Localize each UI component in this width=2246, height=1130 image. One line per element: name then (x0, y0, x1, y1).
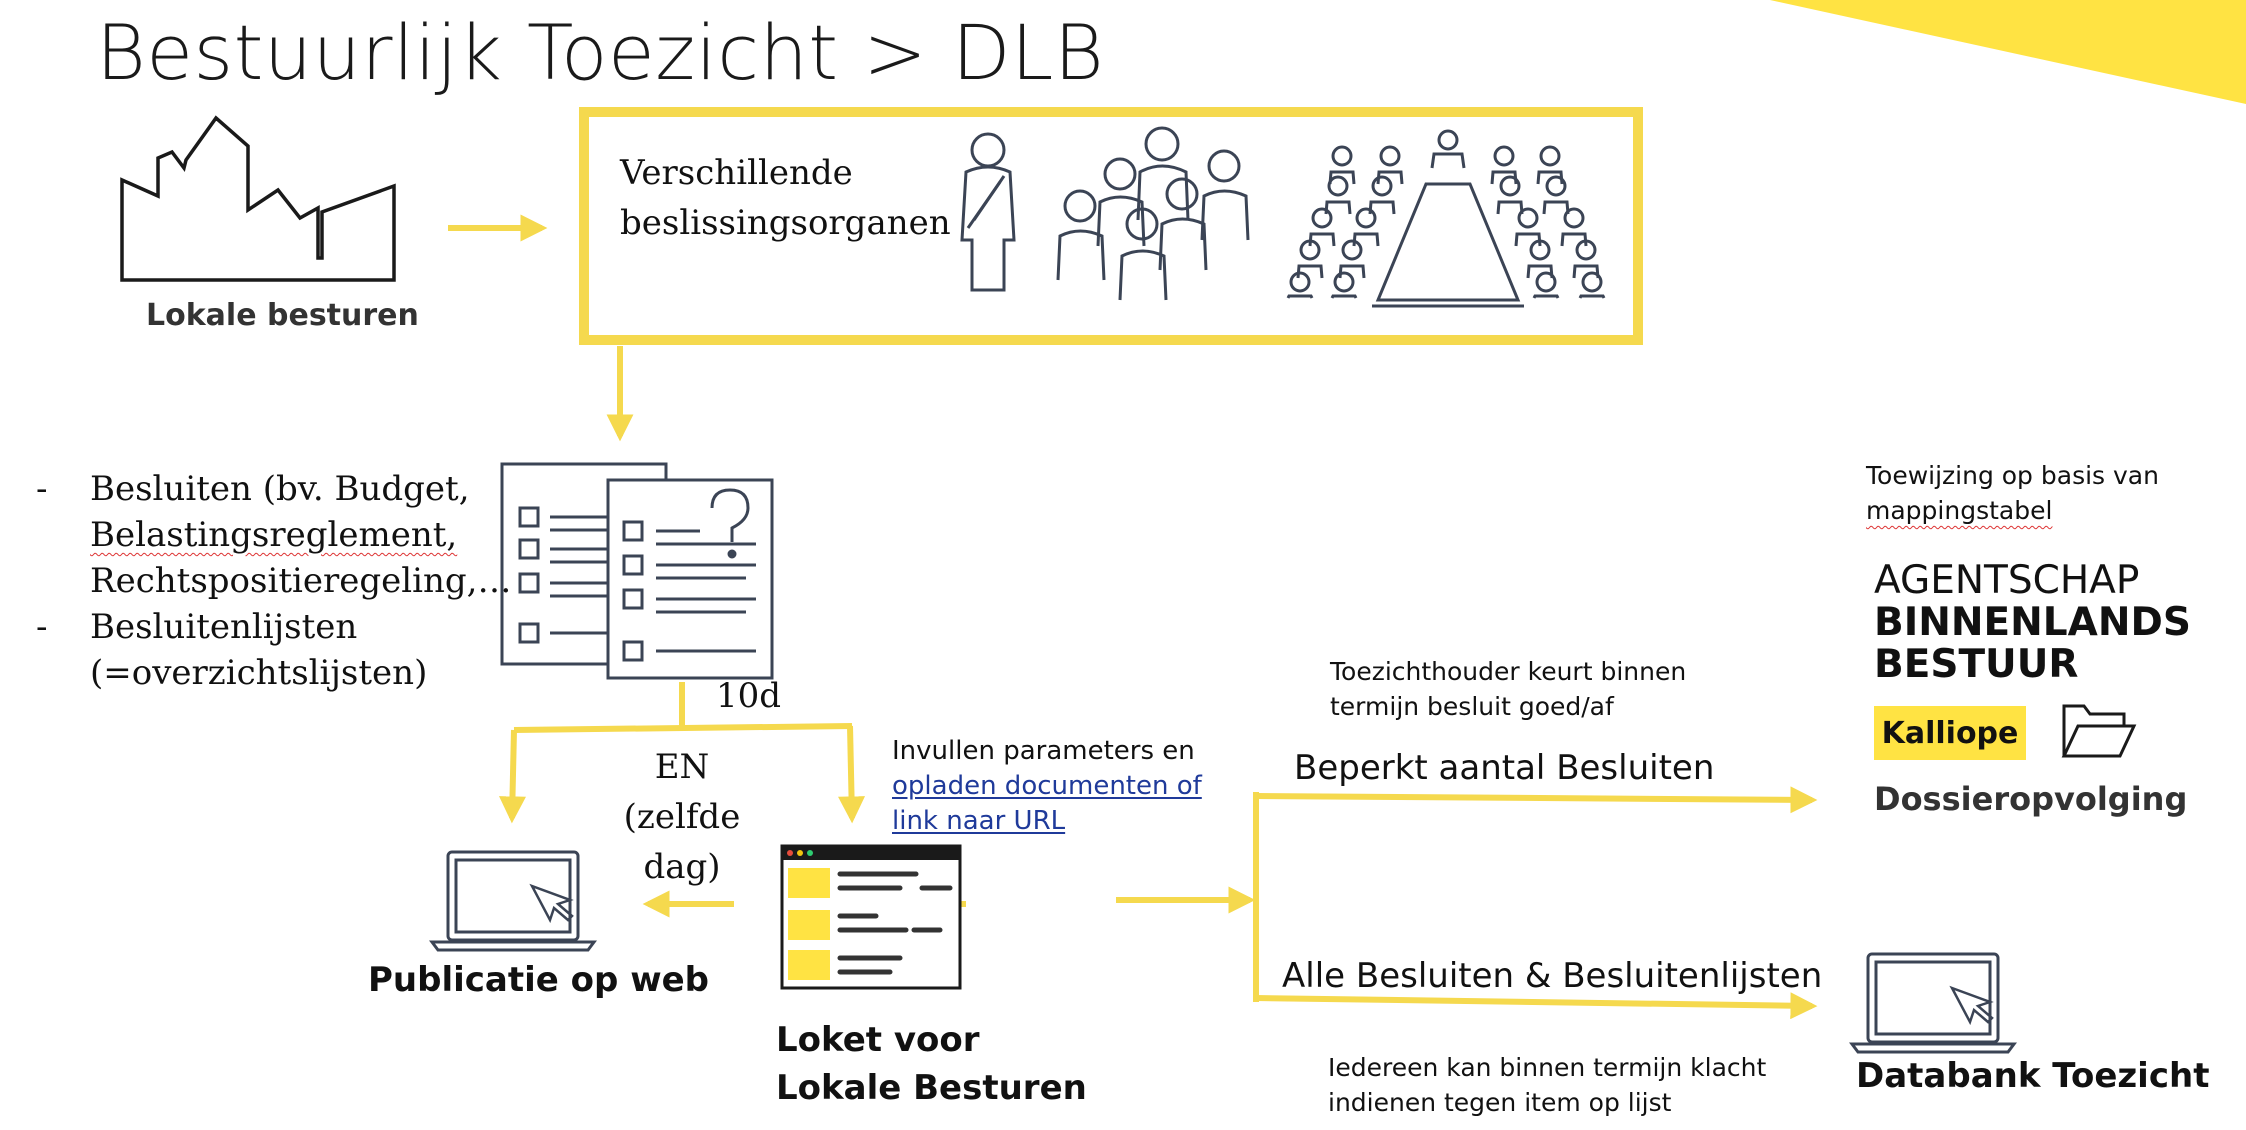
documents-icon (500, 462, 774, 680)
toewijzing-note: Toewijzing op basis van mappingstabel (1866, 458, 2159, 528)
toezichthouder-note: Toezichthouder keurt binnen termijn besl… (1330, 654, 1686, 724)
list-line: Besluiten (bv. Budget, (90, 469, 470, 509)
en-line2: (zelfde dag) (623, 797, 741, 887)
mayor-icon (960, 132, 1016, 292)
publicatie-label: Publicatie op web (368, 960, 710, 1000)
organen-label: Verschillende beslissingsorganen (620, 148, 951, 248)
toewijzing-line2: mappingstabel (1866, 496, 2053, 525)
invullen-link-line2[interactable]: opladen documenten of (892, 771, 1202, 801)
dossier-label: Dossieropvolging (1874, 780, 2188, 818)
toezichthouder-line2: termijn besluit goed/af (1330, 692, 1614, 721)
list-dash: - (36, 607, 48, 647)
corner-decoration (1770, 0, 2246, 104)
deadline-label: 10d (716, 676, 782, 716)
loket-line2: Lokale Besturen (776, 1068, 1087, 1108)
iedereen-line2: indienen tegen item op lijst (1328, 1088, 1672, 1117)
organen-frame (579, 107, 1643, 345)
list-item: - Besluitenlijsten (=overzichtslijsten) (36, 604, 511, 696)
agentschap-line2: BINNENLANDS (1874, 600, 2191, 645)
iedereen-line1: Iedereen kan binnen termijn klacht (1328, 1053, 1767, 1082)
toewijzing-line1: Toewijzing op basis van (1866, 461, 2159, 490)
iedereen-note: Iedereen kan binnen termijn klacht indie… (1328, 1050, 1766, 1120)
list-dash: - (36, 469, 48, 509)
lokale-besturen-label: Lokale besturen (146, 298, 419, 333)
list-line: (=overzichtslijsten) (90, 653, 428, 693)
databank-label: Databank Toezicht (1856, 1056, 2210, 1096)
list-line: Besluitenlijsten (90, 607, 358, 647)
flow-connectors (448, 214, 1818, 1020)
page-title: Bestuurlijk Toezicht > DLB (96, 8, 1105, 97)
toezichthouder-line1: Toezichthouder keurt binnen (1330, 657, 1687, 686)
organen-line2: beslissingsorganen (620, 203, 951, 243)
loket-line1: Loket voor (776, 1020, 980, 1060)
assembly-icon (1286, 129, 1606, 308)
beperkt-label: Beperkt aantal Besluiten (1294, 748, 1715, 788)
town-icon (120, 115, 396, 282)
web-form-icon (780, 844, 962, 990)
list-line: Belastingsreglement, (90, 515, 458, 555)
list-item: - Besluiten (bv. Budget, Belastingsregle… (36, 466, 511, 604)
agentschap-line3: BESTUUR (1874, 642, 2079, 687)
kalliope-badge: Kalliope (1874, 706, 2026, 760)
list-line: Rechtspositieregeling,… (90, 561, 512, 601)
organen-line1: Verschillende (620, 153, 853, 193)
invullen-note: Invullen parameters en opladen documente… (892, 734, 1202, 839)
laptop-icon-databank (1849, 952, 2017, 1054)
loket-label: Loket voor Lokale Besturen (776, 1016, 1087, 1112)
besluiten-list: - Besluiten (bv. Budget, Belastingsregle… (36, 466, 511, 696)
agentschap-line1: AGENTSCHAP (1874, 558, 2140, 603)
en-line1: EN (654, 747, 710, 787)
folder-icon (2061, 704, 2137, 758)
alle-label: Alle Besluiten & Besluitenlijsten (1282, 956, 1823, 996)
agentschap-logo: AGENTSCHAP BINNENLANDS BESTUUR (1874, 560, 2191, 686)
en-label: EN (zelfde dag) (590, 742, 774, 892)
council-group-icon (1056, 126, 1250, 301)
invullen-link-line3[interactable]: link naar URL (892, 806, 1066, 836)
invullen-line1: Invullen parameters en (892, 736, 1195, 766)
laptop-icon-publicatie (429, 850, 597, 952)
